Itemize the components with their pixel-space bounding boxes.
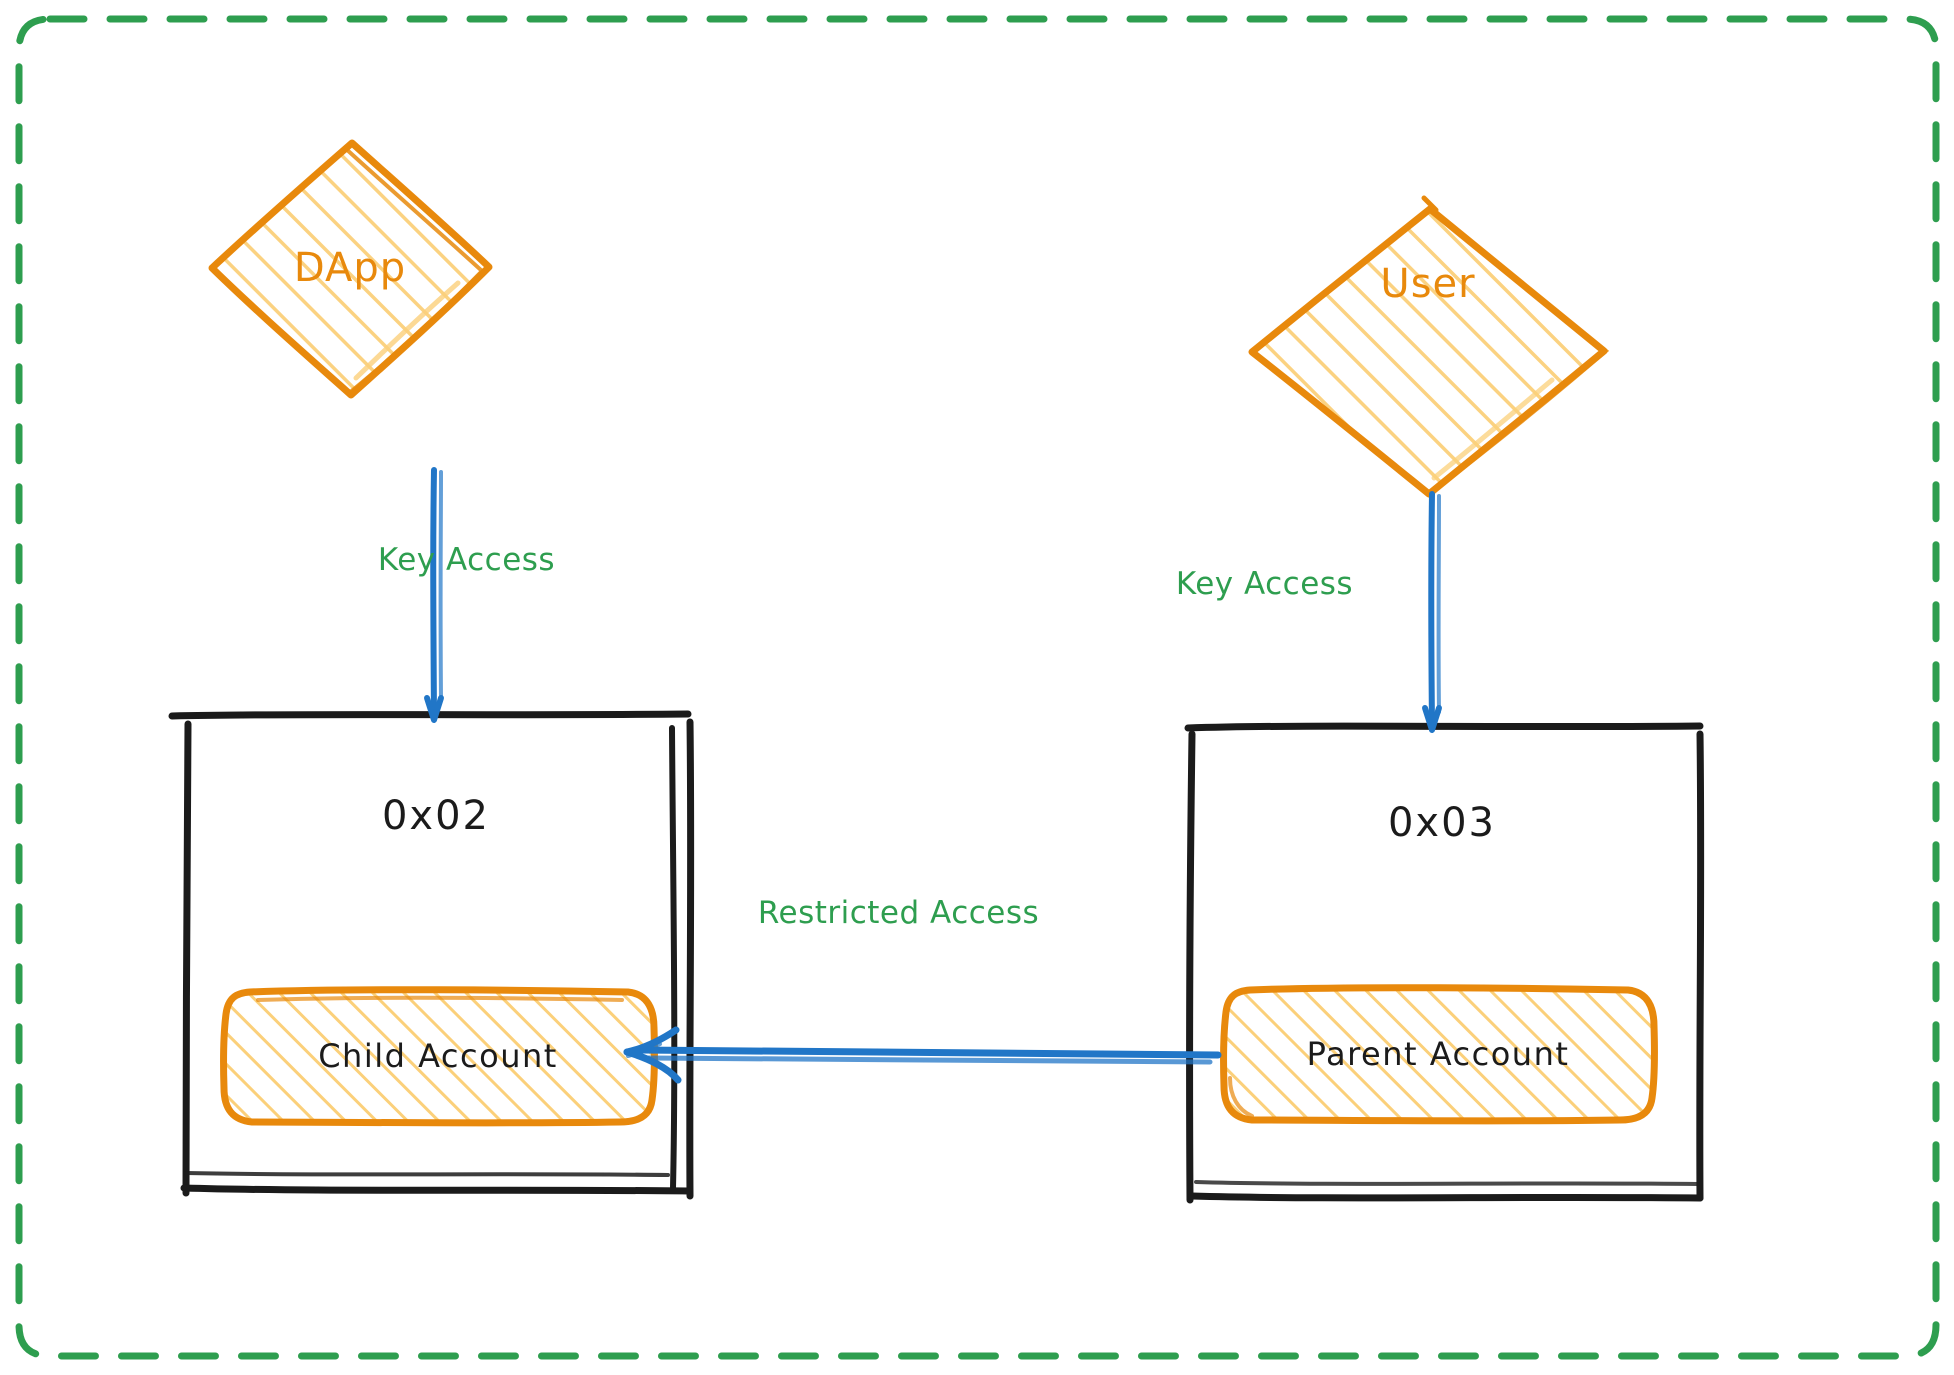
arrow-dapp-to-child-box bbox=[424, 467, 444, 723]
arrow-user-to-parent-box bbox=[1422, 491, 1442, 733]
dapp-node[interactable] bbox=[208, 139, 493, 399]
arrow-parent-to-child bbox=[623, 1026, 1222, 1084]
child-account-node[interactable] bbox=[220, 986, 658, 1127]
box-0x03[interactable] bbox=[1184, 722, 1705, 1204]
user-node[interactable] bbox=[1248, 195, 1610, 498]
parent-account-node[interactable] bbox=[1220, 984, 1658, 1125]
dashed-boundary bbox=[15, 15, 1940, 1360]
